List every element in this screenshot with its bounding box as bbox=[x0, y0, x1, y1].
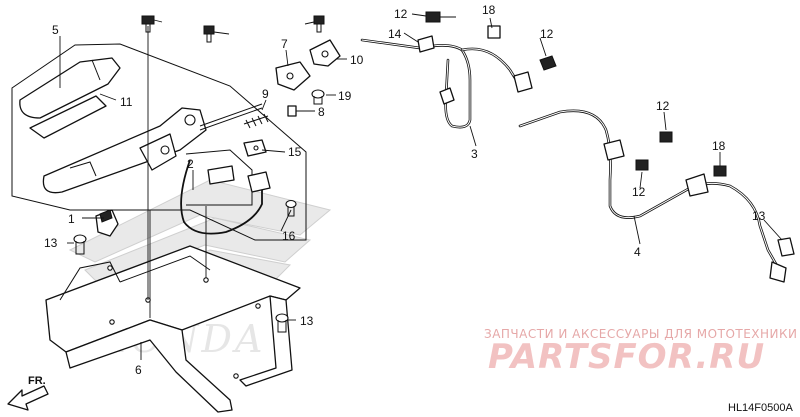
callout-7: 7 bbox=[281, 37, 288, 51]
callout-14: 14 bbox=[388, 27, 402, 41]
callout-8: 8 bbox=[318, 105, 325, 119]
callout-12-b: 12 bbox=[540, 27, 554, 41]
switch-part bbox=[243, 139, 267, 157]
callout-13-left: 13 bbox=[44, 236, 58, 250]
callout-6: 6 bbox=[135, 363, 142, 377]
callout-1: 1 bbox=[68, 212, 75, 226]
direction-label: FR. bbox=[28, 375, 46, 387]
clamp-part bbox=[95, 209, 119, 237]
callout-13-right: 13 bbox=[300, 314, 314, 328]
cable-4 bbox=[518, 109, 795, 283]
assembly-frame-inner bbox=[185, 149, 253, 206]
callouts: 5 11 1 2 13 6 13 16 15 8 19 10 7 9 3 4 1… bbox=[44, 3, 766, 377]
collar-8 bbox=[287, 105, 297, 117]
callout-16: 16 bbox=[282, 229, 296, 243]
callout-18: 19 bbox=[338, 89, 352, 103]
callout-11: 11 bbox=[120, 95, 133, 109]
cable-3 bbox=[360, 11, 557, 129]
callout-12-c: 12 bbox=[656, 99, 670, 113]
bracket-10 bbox=[309, 39, 341, 67]
callout-2: 2 bbox=[187, 157, 194, 171]
watermark-tagline: ЗАПЧАСТИ И АКСЕССУАРЫ ДЛЯ МОТОТЕХНИКИ bbox=[484, 327, 798, 341]
callout-15: 15 bbox=[288, 145, 302, 159]
assembly-frame bbox=[11, 43, 307, 241]
callout-10: 10 bbox=[350, 53, 364, 67]
bolt-18 bbox=[311, 89, 325, 105]
bolt-19-c bbox=[313, 15, 325, 33]
callout-17-a: 18 bbox=[482, 3, 496, 17]
lever-cover bbox=[19, 57, 121, 139]
lever-arm bbox=[42, 107, 207, 194]
bolt-13-left bbox=[73, 234, 87, 255]
diagram-code: HL14F0500A bbox=[728, 402, 793, 414]
callout-13-cable: 13 bbox=[752, 209, 766, 223]
front-direction-arrow: FR. bbox=[7, 375, 49, 411]
bolt-19-a bbox=[141, 15, 155, 33]
watermark-brand: PARTSFOR.RU bbox=[488, 337, 765, 377]
spring-rod bbox=[199, 103, 269, 131]
callout-3: 3 bbox=[471, 147, 478, 161]
callout-4: 4 bbox=[634, 245, 641, 259]
callout-17-b: 18 bbox=[712, 139, 726, 153]
callout-12-a: 12 bbox=[394, 7, 408, 21]
bolt-16 bbox=[285, 199, 297, 217]
callout-12-d: 12 bbox=[632, 185, 646, 199]
wire-harness bbox=[180, 159, 271, 235]
callout-9: 9 bbox=[262, 87, 269, 101]
bracket-7 bbox=[275, 61, 311, 91]
bolt-19-b bbox=[203, 25, 215, 43]
bolt-13-right bbox=[275, 313, 289, 333]
callout-5: 5 bbox=[52, 23, 59, 37]
leader-lines bbox=[59, 13, 783, 360]
